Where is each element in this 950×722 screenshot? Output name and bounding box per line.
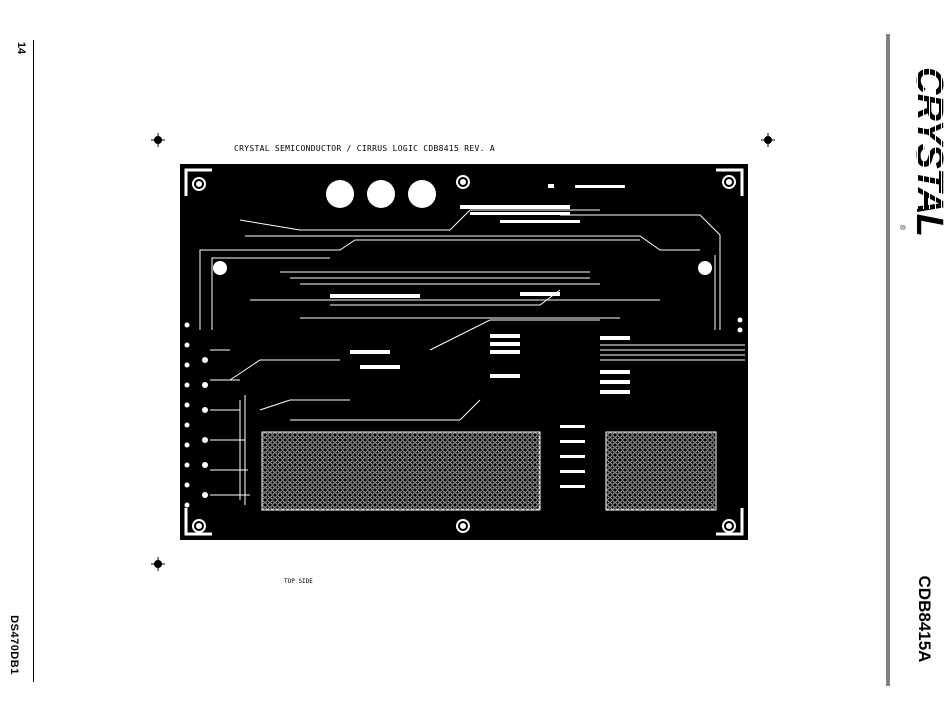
registration-target-top-right — [761, 133, 775, 147]
prototype-area-left — [262, 432, 540, 510]
registration-target-top-left — [151, 133, 165, 147]
prototype-area-right — [606, 432, 716, 510]
registration-target-bottom-left — [151, 557, 165, 571]
